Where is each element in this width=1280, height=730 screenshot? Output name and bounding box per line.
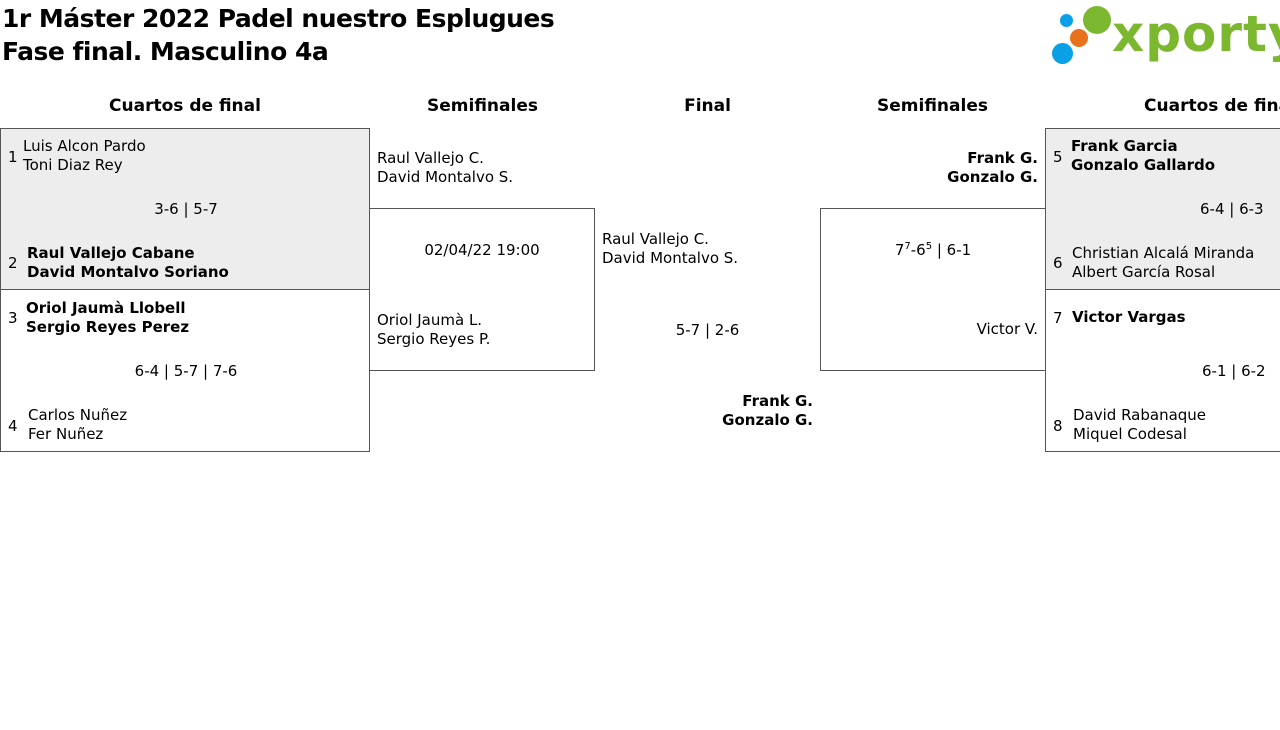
logo-wordmark: xporty [1112, 5, 1280, 63]
seed-number: 6 [1053, 254, 1063, 272]
match-score: 6-4 | 6-3 [1200, 200, 1264, 218]
player-name: David Montalvo S. [602, 249, 739, 267]
set-score: 7 [894, 241, 905, 259]
player-name: Raul Vallejo C. [602, 230, 709, 248]
logo-dot-icon [1060, 14, 1073, 27]
team-entry-winner: Oriol Jaumà Llobell Sergio Reyes Perez [26, 299, 189, 337]
title-line-2: Fase final. Masculino 4a [2, 37, 329, 66]
champion-entry: Frank G. Gonzalo G. [600, 392, 813, 430]
match-score: 6-1 | 6-2 [1202, 362, 1266, 380]
player-name: Sergio Reyes P. [377, 330, 491, 348]
seed-number: 8 [1053, 417, 1063, 435]
team-entry-winner: Raul Vallejo Cabane David Montalvo Soria… [27, 244, 229, 282]
team-entry: Oriol Jaumà L. Sergio Reyes P. [377, 311, 490, 349]
player-name: Raul Vallejo C. [377, 149, 484, 167]
match-score: 6-4 | 5-7 | 7-6 [134, 362, 238, 380]
logo-dot-icon [1052, 43, 1073, 64]
player-name: David Montalvo S. [377, 168, 514, 186]
player-name: Victor V. [976, 320, 1038, 338]
match-qf-4[interactable]: 7 Victor Vargas 6-1 | 6-2 8 David Rabana… [1045, 289, 1280, 452]
player-name: Frank G. [967, 149, 1038, 167]
tiebreak-score: 7 [904, 241, 911, 252]
seed-number: 3 [8, 309, 18, 327]
player-name: Sergio Reyes Perez [26, 318, 190, 336]
team-entry-winner: Frank G. Gonzalo G. [830, 149, 1038, 187]
match-qf-1[interactable]: 1 Luis Alcon Pardo Toni Diaz Rey 3-6 | 5… [0, 128, 370, 290]
seed-number: 1 [8, 148, 18, 166]
set-score: | 6-1 [932, 241, 972, 259]
seed-number: 4 [8, 417, 18, 435]
player-name: Fer Nuñez [28, 425, 104, 443]
set-separator: - [910, 241, 917, 259]
seed-number: 2 [8, 254, 18, 272]
final-score: 5-7 | 2-6 [675, 321, 740, 339]
logo-dot-icon [1070, 29, 1088, 47]
set-score: 6 [916, 241, 926, 259]
player-name: Toni Diaz Rey [23, 156, 123, 174]
match-qf-3[interactable]: 5 Frank Garcia Gonzalo Gallardo 6-4 | 6-… [1045, 128, 1280, 290]
player-name: Frank G. [742, 392, 813, 410]
match-sf-2[interactable]: 77-65 | 6-1 Victor V. [820, 208, 1046, 371]
seed-number: 7 [1053, 309, 1063, 327]
team-entry: Carlos Nuñez Fer Nuñez [28, 406, 127, 444]
round-header-sf-left: Semifinales [427, 96, 538, 116]
team-entry: Raul Vallejo C. David Montalvo S. [377, 149, 513, 187]
player-name: Victor Vargas [1072, 308, 1186, 326]
seed-number: 5 [1053, 148, 1063, 166]
title-line-1: 1r Máster 2022 Padel nuestro Esplugues [2, 4, 555, 33]
team-entry-winner: Frank Garcia Gonzalo Gallardo [1071, 137, 1215, 175]
round-header-final: Final [684, 96, 731, 116]
player-name: Raul Vallejo Cabane [27, 244, 195, 262]
xporty-logo[interactable]: xporty [1050, 2, 1280, 68]
team-entry: Christian Alcalá Miranda Albert García R… [1072, 244, 1254, 282]
player-name: Miquel Codesal [1073, 425, 1187, 443]
match-score: 77-65 | 6-1 [821, 241, 1045, 259]
match-datetime: 02/04/22 19:00 [424, 241, 540, 259]
player-name: David Rabanaque [1073, 406, 1207, 424]
player-name: Frank Garcia [1071, 137, 1178, 155]
player-name: Oriol Jaumà Llobell [26, 299, 186, 317]
logo-dot-icon [1083, 6, 1111, 34]
match-qf-2[interactable]: 3 Oriol Jaumà Llobell Sergio Reyes Perez… [0, 289, 370, 452]
player-name: Gonzalo Gallardo [1071, 156, 1216, 174]
match-sf-1[interactable]: 02/04/22 19:00 Oriol Jaumà L. Sergio Rey… [369, 208, 595, 371]
team-entry: Luis Alcon Pardo Toni Diaz Rey [23, 137, 146, 175]
player-name: Gonzalo G. [947, 168, 1038, 186]
team-entry: David Rabanaque Miquel Codesal [1073, 406, 1206, 444]
page-title: 1r Máster 2022 Padel nuestro Esplugues F… [2, 2, 555, 68]
match-score: 3-6 | 5-7 [154, 200, 218, 218]
player-name: Albert García Rosal [1072, 263, 1216, 281]
player-name: David Montalvo Soriano [27, 263, 229, 281]
tiebreak-score: 5 [925, 241, 933, 252]
player-name: Carlos Nuñez [28, 406, 128, 424]
player-name: Gonzalo G. [722, 411, 813, 429]
team-entry: Victor V. [821, 320, 1038, 339]
team-entry-winner: Victor Vargas [1072, 308, 1186, 327]
player-name: Oriol Jaumà L. [377, 311, 483, 329]
round-header-sf-right: Semifinales [877, 96, 988, 116]
round-header-qf-left: Cuartos de final [109, 96, 261, 116]
team-entry: Raul Vallejo C. David Montalvo S. [602, 230, 738, 268]
player-name: Christian Alcalá Miranda [1072, 244, 1255, 262]
round-header-qf-right: Cuartos de final [1144, 96, 1280, 116]
player-name: Luis Alcon Pardo [23, 137, 146, 155]
